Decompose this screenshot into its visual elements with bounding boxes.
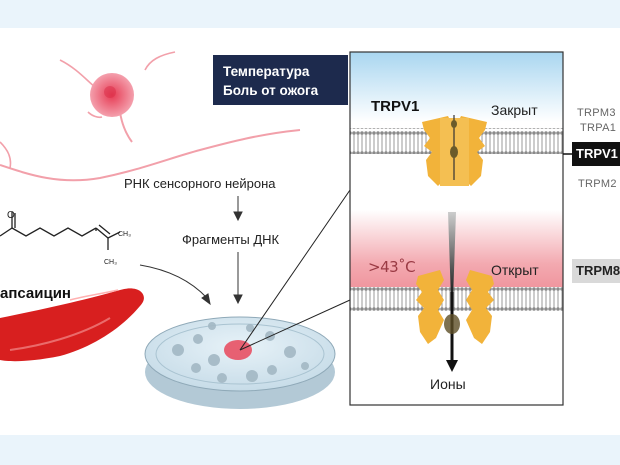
svg-text:CH₃: CH₃ [104, 259, 117, 266]
side-label-trpa1: TRPA1 [580, 122, 617, 134]
side-label-trpm3: TRPM3 [577, 107, 616, 119]
molecule-name: апсаицин [0, 285, 71, 302]
channel-box [349, 51, 564, 406]
chili-pepper [0, 288, 144, 362]
flow-step-dna: Фрагменты ДНК [182, 232, 280, 247]
stimulus-pain: Боль от ожога [223, 83, 319, 98]
closed-channel-protein [422, 115, 487, 186]
capsaicin-molecule [0, 212, 121, 250]
ions-label: Ионы [430, 376, 466, 392]
svg-text:O: O [7, 210, 15, 221]
svg-text:CH₃: CH₃ [118, 231, 131, 238]
top-band [0, 0, 620, 28]
petri-dish [144, 316, 336, 409]
bottom-band [0, 435, 620, 465]
side-label-trpm2: TRPM2 [578, 178, 617, 190]
flow-arrows [139, 196, 243, 306]
callout-lines [239, 189, 351, 351]
stimulus-temperature: Температура [223, 64, 310, 79]
side-tag-trpm8: TRPM8 [572, 259, 620, 283]
flow-step-rna: РНК сенсорного нейрона [124, 176, 276, 191]
open-state-label: Открыт [491, 262, 539, 278]
temperature-threshold: >43˚C [368, 258, 416, 276]
neuron-cell [0, 51, 301, 182]
closed-state-label: Закрыт [491, 102, 538, 118]
side-tag-trpv1: TRPV1 [572, 142, 620, 166]
stimulus-label-box: Температура Боль от ожога [213, 55, 348, 105]
closed-channel-name: TRPV1 [371, 98, 420, 115]
open-channel-protein [416, 212, 494, 372]
